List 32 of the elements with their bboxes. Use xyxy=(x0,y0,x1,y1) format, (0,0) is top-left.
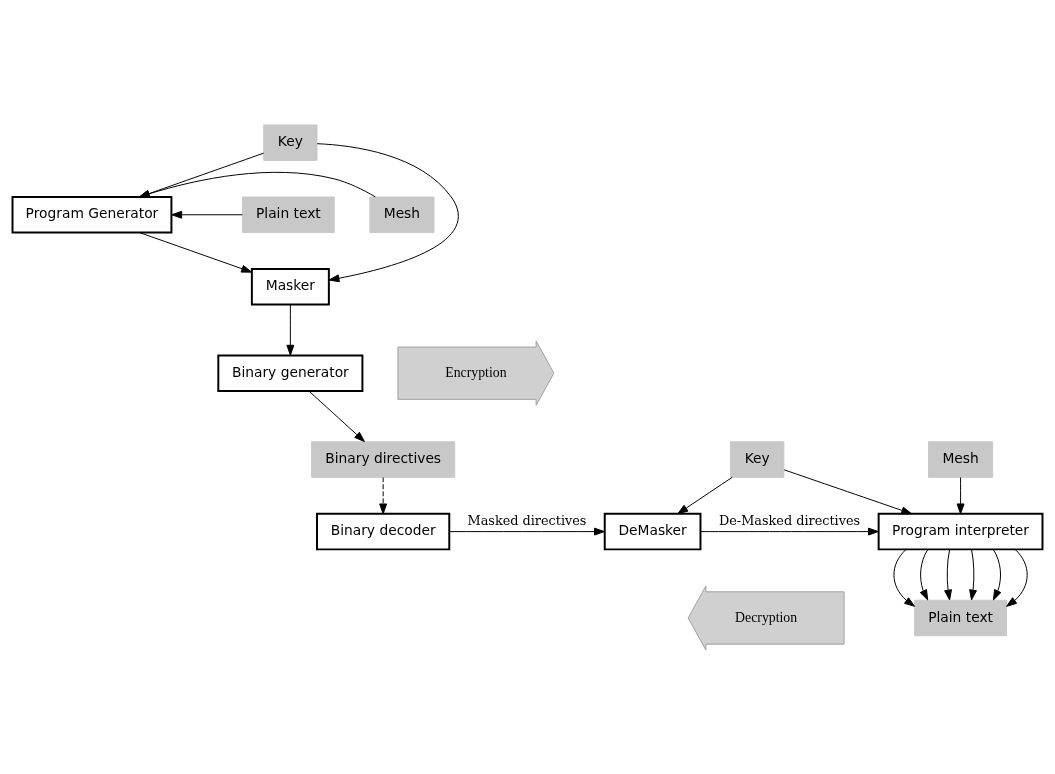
arrow xyxy=(893,548,915,607)
node-box: Binary generator xyxy=(217,353,364,392)
arrow xyxy=(783,468,913,514)
edge-label: Masked directives xyxy=(467,512,587,528)
edge-label: De-Masked directives xyxy=(718,512,861,528)
node-box: Binary decoder xyxy=(316,512,451,550)
arrow xyxy=(308,390,365,442)
arrow xyxy=(700,527,879,536)
arrow xyxy=(1006,548,1028,607)
node-box: Key xyxy=(263,123,318,161)
node-box: Plain text xyxy=(914,599,1007,636)
arrow xyxy=(171,210,243,219)
arrow xyxy=(316,142,459,282)
arrow xyxy=(919,548,929,600)
node-box: Program Generator xyxy=(11,195,173,234)
node-box: Mesh xyxy=(928,440,994,478)
arrow xyxy=(956,476,965,514)
arrow xyxy=(139,231,253,273)
node-box: Program interpreter xyxy=(877,512,1044,550)
arrow xyxy=(992,548,1002,600)
arrow xyxy=(286,303,295,356)
node-box: Masker xyxy=(250,267,330,306)
arrow xyxy=(379,476,388,514)
node-box: DeMasker xyxy=(603,512,702,550)
arrow xyxy=(969,548,977,600)
node-box: Binary directives xyxy=(311,440,456,478)
arrow xyxy=(677,476,733,514)
node-box: Plain text xyxy=(242,196,335,233)
node-box: Key xyxy=(730,440,785,478)
node-box: Mesh xyxy=(369,196,435,233)
arrow xyxy=(448,527,605,536)
arrow xyxy=(944,548,952,600)
